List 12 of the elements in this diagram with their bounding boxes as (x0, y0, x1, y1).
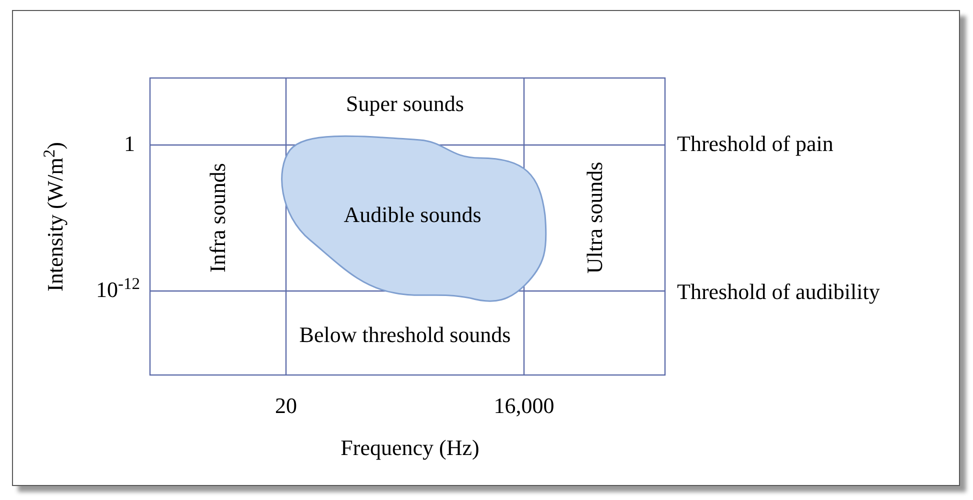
threshold-label: Threshold of pain (677, 130, 834, 158)
region-label: Audible sounds (344, 201, 482, 230)
tick-label: 1 (123, 130, 135, 158)
threshold-label: Threshold of audibility (677, 278, 881, 306)
region-label: Below threshold sounds (299, 321, 511, 350)
tick-label: 10$^{-12}$ (95, 276, 140, 304)
region-label: Super sounds (346, 90, 464, 118)
tick-label: 16,000 (492, 392, 556, 420)
tick-label: 20 (274, 392, 298, 420)
axis-title: Frequency (Hz) (340, 434, 480, 462)
region-label: Ultra sounds (580, 162, 608, 274)
region-label: Infra sounds (204, 163, 232, 273)
